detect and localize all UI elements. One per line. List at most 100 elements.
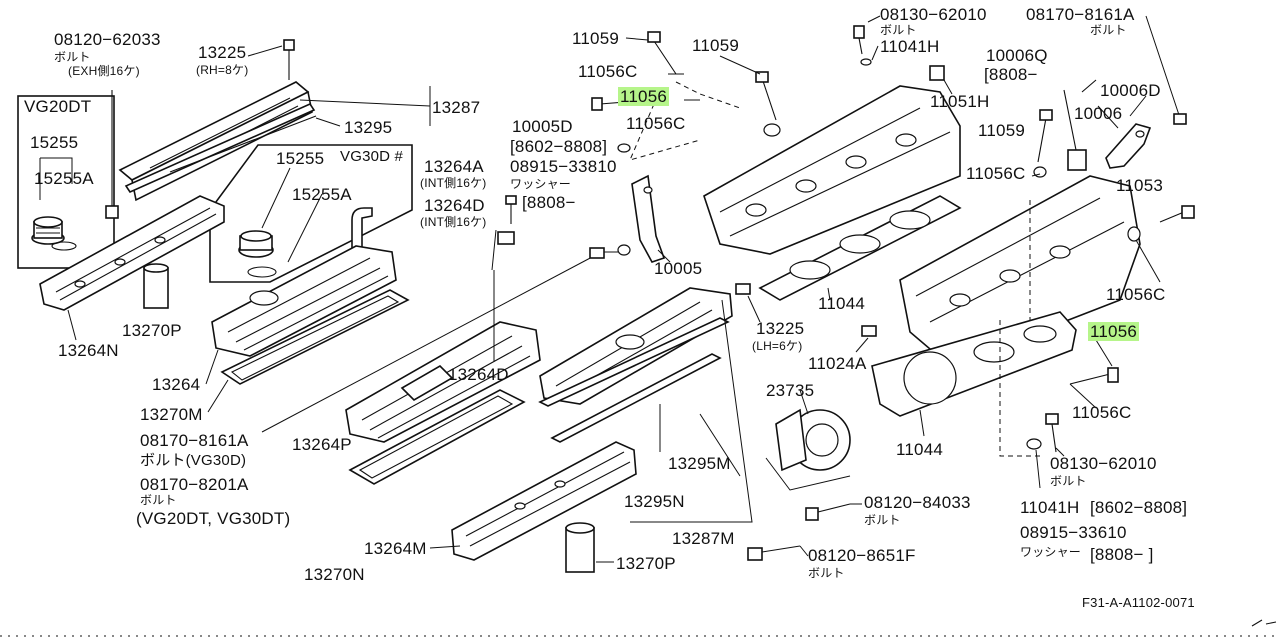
bolt-11059-c xyxy=(1037,109,1053,163)
gasket-13295 xyxy=(124,102,317,194)
label-vg20dt-vg30dt: (VG20DT, VG30DT) xyxy=(136,509,291,528)
label-15255-vg30d: 15255 xyxy=(276,149,325,168)
head-gasket-11044-left xyxy=(758,195,962,301)
gasket-13295n xyxy=(550,353,722,443)
label-08130-62010-top: 08130−62010 xyxy=(880,5,987,24)
label-washer-a: ワッシャー xyxy=(510,177,572,191)
bolt-08130-62010-top xyxy=(853,25,865,55)
label-13264n: 13264N xyxy=(58,341,119,360)
label-13225-lh: 13225 xyxy=(756,319,805,338)
label-08130-62010-bottom: 08130−62010 xyxy=(1050,454,1157,473)
label-11056-b: 11056 xyxy=(1088,322,1140,341)
label-11041h-bottom: 11041H xyxy=(1020,498,1080,517)
bolt-11059-b xyxy=(755,71,777,121)
label-15255a: 15255A xyxy=(34,169,94,188)
bracket-10006 xyxy=(1105,123,1152,169)
label-11051h: 11051H xyxy=(930,92,990,111)
label-11056-a: 11056 xyxy=(618,87,670,106)
rocker-cover-13264m xyxy=(451,441,637,561)
label-10006q: 10006Q xyxy=(986,46,1048,65)
label-int16b: (INT側16ケ) xyxy=(420,215,487,229)
bolt-08170-8161a-right xyxy=(1173,113,1187,125)
label-08170-8161a-right: 08170−8161A xyxy=(1026,5,1135,24)
head-gasket-11044-right xyxy=(871,311,1077,417)
label-11059-c: 11059 xyxy=(978,121,1026,140)
label-bolt-b: ボルト xyxy=(140,493,177,507)
oil-filler-cap-vg30d xyxy=(238,207,373,278)
label-15255: 15255 xyxy=(30,133,79,152)
label-13287m: 13287M xyxy=(672,529,735,548)
label-11059-b: 11059 xyxy=(692,36,740,55)
label-range-8808-a: [8808− xyxy=(522,193,576,212)
rocker-cover-13264p xyxy=(345,321,541,443)
bolt-13225-lh xyxy=(735,283,751,295)
label-10005: 10005 xyxy=(654,259,703,278)
label-23735: 23735 xyxy=(766,381,815,400)
label-13264d: 13264D xyxy=(424,196,485,215)
bolt-08120-8651f xyxy=(747,545,801,561)
label-11044-b: 11044 xyxy=(896,440,944,459)
sensor-23735 xyxy=(775,408,851,472)
gasket-13295m xyxy=(538,317,730,407)
label-13264d-lower: 13264D xyxy=(448,365,509,384)
label-11024a: 11024A xyxy=(808,354,867,373)
label-08120-62033: 08120−62033 xyxy=(54,30,161,49)
label-bolt-c: ボルト xyxy=(864,513,901,527)
bracket-10005 xyxy=(631,174,666,263)
oil-filter-13270p-right xyxy=(565,522,595,573)
label-bolt-f: ボルト xyxy=(1090,23,1127,37)
label-11056c-d: 11056C xyxy=(1106,285,1166,304)
grommet-13264d xyxy=(497,231,515,245)
label-range-8602-8808-b: [8602−8808] xyxy=(1090,498,1188,517)
label-11041h-top: 11041H xyxy=(880,37,940,56)
bolt-08120-62033 xyxy=(105,90,119,219)
label-10006d: 10006D xyxy=(1100,81,1161,100)
label-13270m: 13270M xyxy=(140,405,203,424)
bolt-08120-84033 xyxy=(805,503,851,521)
label-lh6: (LH=6ケ) xyxy=(752,339,803,353)
bolt-11059-a xyxy=(647,31,677,75)
label-washer-b: ワッシャー xyxy=(1020,545,1082,559)
gasket-13264d xyxy=(348,389,526,485)
label-13295n: 13295N xyxy=(624,492,685,511)
label-range-8808-b: [8808− xyxy=(984,65,1038,84)
vg20dt-inset-box xyxy=(17,95,115,269)
label-11056c-b: 11056C xyxy=(626,114,686,133)
sensor-10006q xyxy=(1063,79,1097,171)
label-exh16: (EXH側16ケ) xyxy=(68,64,140,78)
rocker-cover-13264 xyxy=(211,245,397,357)
label-bolt-e: ボルト xyxy=(880,23,917,37)
label-11056-b-highlight: 11056 xyxy=(1088,322,1140,341)
bolt-13264a xyxy=(505,195,517,224)
label-11044-a: 11044 xyxy=(818,294,866,313)
label-11056c-e: 11056C xyxy=(1072,403,1132,422)
label-13287: 13287 xyxy=(432,98,481,117)
label-08170-8161a: 08170−8161A xyxy=(140,431,249,450)
label-10006: 10006 xyxy=(1074,104,1123,123)
label-13264p: 13264P xyxy=(292,435,352,454)
bolt-08130-62010-bottom xyxy=(1045,413,1059,453)
label-13264: 13264 xyxy=(152,375,201,394)
label-08915-33810: 08915−33810 xyxy=(510,157,617,176)
label-10005d: 10005D xyxy=(512,117,573,136)
label-08915-33610: 08915−33610 xyxy=(1020,523,1127,542)
gasket-13270m xyxy=(220,289,410,385)
bracket-11051h xyxy=(929,65,945,81)
label-13295m: 13295M xyxy=(668,454,731,473)
label-13264a: 13264A xyxy=(424,157,484,176)
bolt-11053 xyxy=(1159,205,1195,223)
bolt-08170-8161a xyxy=(589,247,605,259)
label-08170-8201a: 08170−8201A xyxy=(140,475,249,494)
label-13295: 13295 xyxy=(344,118,393,137)
label-13270n: 13270N xyxy=(304,565,365,584)
label-bolt-d: ボルト xyxy=(808,566,845,580)
label-int16: (INT側16ケ) xyxy=(420,176,487,190)
label-11053: 11053 xyxy=(1116,176,1164,195)
rocker-cover-13287m xyxy=(539,287,733,405)
label-13270p-left: 13270P xyxy=(122,321,182,340)
label-13264m: 13264M xyxy=(364,539,427,558)
figure-code: F31-A-A1102-0071 xyxy=(1082,595,1195,610)
label-13225: 13225 xyxy=(198,43,247,62)
rocker-cover-13264n xyxy=(39,195,225,311)
